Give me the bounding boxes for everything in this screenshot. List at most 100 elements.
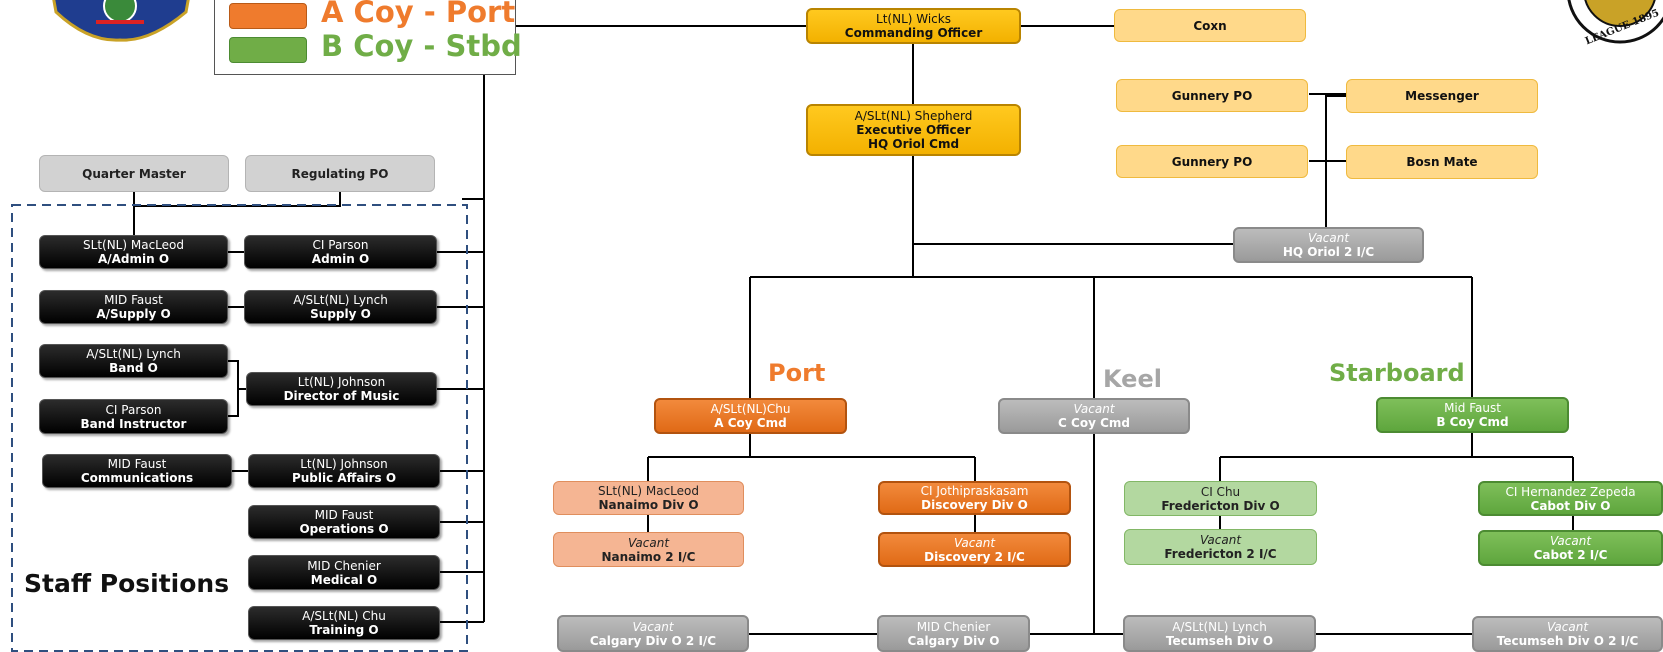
- xo-box: A/SLt(NL) Shepherd Executive Officer HQ …: [806, 104, 1021, 156]
- staff-ops-role: Operations O: [299, 522, 389, 536]
- staff-ops-name: MID Faust: [314, 508, 374, 522]
- keel-cmd-box: Vacant C Coy Cmd: [998, 398, 1190, 434]
- right-crest: [1567, 0, 1663, 44]
- fredericton-div-box: CI Chu Fredericton Div O: [1124, 481, 1317, 516]
- tecumseh-div-role: Tecumseh Div O: [1165, 633, 1274, 648]
- tecumseh-2ic-box: Vacant Tecumseh Div O 2 I/C: [1472, 616, 1663, 652]
- staff-medical-name: MID Chenier: [307, 558, 381, 573]
- calgary-div-box: MID Chenier Calgary Div O: [877, 615, 1030, 652]
- stbd-cmd-name: Mid Faust: [1444, 401, 1501, 415]
- quarter-master-role: Quarter Master: [82, 166, 186, 181]
- bosn-mate-box: Bosn Mate: [1346, 145, 1538, 179]
- port-heading: Port: [768, 359, 826, 387]
- port-cmd-name: A/SLt(NL)Chu: [710, 402, 791, 416]
- fredericton-div-role: Fredericton Div O: [1161, 498, 1280, 513]
- staff-music-role: Director of Music: [283, 389, 400, 403]
- cabot-2ic-box: Vacant Cabot 2 I/C: [1478, 530, 1663, 566]
- calgary-div-role: Calgary Div O: [907, 633, 1000, 648]
- hq-2ic-box: Vacant HQ Oriol 2 I/C: [1233, 227, 1424, 263]
- staff-supply-box: A/SLt(NL) Lynch Supply O: [244, 290, 437, 324]
- fredericton-2ic-name: Vacant: [1199, 533, 1242, 547]
- xo-role: Executive Officer: [856, 123, 971, 137]
- staff-band-box: A/SLt(NL) Lynch Band O: [39, 344, 228, 378]
- staff-dashed-border: [11, 204, 468, 652]
- fredericton-div-name: CI Chu: [1200, 484, 1241, 499]
- calgary-2ic-role: Calgary Div O 2 I/C: [589, 633, 717, 648]
- nanaimo-div-name: SLt(NL) MacLeod: [598, 484, 699, 498]
- staff-a-supply-name: MID Faust: [104, 293, 163, 307]
- tecumseh-div-name: A/SLt(NL) Lynch: [1172, 619, 1267, 634]
- calgary-div-name: MID Chenier: [916, 619, 991, 634]
- discovery-2ic-name: Vacant: [953, 535, 996, 550]
- staff-comms-name: MID Faust: [107, 457, 167, 471]
- nanaimo-2ic-box: Vacant Nanaimo 2 I/C: [553, 532, 744, 567]
- cabot-2ic-role: Cabot 2 I/C: [1533, 548, 1608, 562]
- legend-label-stbd: B Coy - Stbd: [321, 29, 522, 63]
- discovery-2ic-box: Vacant Discovery 2 I/C: [878, 532, 1071, 567]
- gunnery-po-1-role: Gunnery PO: [1171, 88, 1253, 103]
- staff-supply-role: Supply O: [310, 307, 371, 321]
- stbd-cmd-role: B Coy Cmd: [1436, 415, 1509, 429]
- staff-band-instructor-name: CI Parson: [105, 402, 162, 417]
- discovery-div-role: Discovery Div O: [921, 498, 1028, 512]
- tecumseh-div-box: A/SLt(NL) Lynch Tecumseh Div O: [1123, 615, 1316, 652]
- left-crest: [52, 0, 190, 42]
- coxn-role: Coxn: [1193, 18, 1227, 33]
- nanaimo-2ic-role: Nanaimo 2 I/C: [601, 549, 696, 564]
- staff-training-role: Training O: [309, 623, 379, 637]
- gunnery-po-2-box: Gunnery PO: [1116, 145, 1308, 178]
- staff-supply-name: A/SLt(NL) Lynch: [293, 293, 388, 307]
- calgary-2ic-name: Vacant: [632, 619, 674, 634]
- staff-positions-heading: Staff Positions: [24, 569, 230, 598]
- gunnery-po-2-role: Gunnery PO: [1171, 154, 1253, 169]
- staff-pao-box: Lt(NL) Johnson Public Affairs O: [248, 454, 440, 488]
- hq-2ic-name: Vacant: [1307, 231, 1350, 245]
- messenger-role: Messenger: [1405, 89, 1479, 103]
- tecumseh-2ic-role: Tecumseh Div O 2 I/C: [1496, 634, 1639, 648]
- co-role: Commanding Officer: [844, 26, 983, 40]
- regulating-po-box: Regulating PO: [245, 155, 435, 192]
- cabot-div-name: CI Hernandez Zepeda: [1505, 484, 1636, 499]
- staff-pao-name: Lt(NL) Johnson: [300, 457, 388, 471]
- co-box: Lt(NL) Wicks Commanding Officer: [806, 8, 1021, 44]
- fredericton-2ic-box: Vacant Fredericton 2 I/C: [1124, 529, 1317, 565]
- quarter-master-box: Quarter Master: [39, 155, 229, 192]
- staff-band-name: A/SLt(NL) Lynch: [86, 347, 181, 361]
- tecumseh-2ic-name: Vacant: [1546, 620, 1589, 634]
- keel-cmd-role: C Coy Cmd: [1058, 416, 1130, 430]
- staff-comms-box: MID Faust Communications: [42, 454, 232, 488]
- staff-medical-role: Medical O: [310, 572, 378, 587]
- staff-training-box: A/SLt(NL) Chu Training O: [248, 606, 440, 640]
- port-cmd-role: A Coy Cmd: [714, 416, 787, 430]
- staff-band-instructor-box: CI Parson Band Instructor: [39, 399, 228, 434]
- cabot-div-role: Cabot Div O: [1530, 498, 1611, 513]
- keel-cmd-name: Vacant: [1073, 402, 1115, 416]
- legend: A Coy - Port B Coy - Stbd: [214, 0, 522, 75]
- staff-ops-box: MID Faust Operations O: [248, 505, 440, 539]
- cabot-div-box: CI Hernandez Zepeda Cabot Div O: [1478, 481, 1663, 516]
- staff-medical-box: MID Chenier Medical O: [248, 555, 440, 590]
- legend-swatch-port: [229, 3, 307, 29]
- staff-a-supply-role: A/Supply O: [96, 307, 171, 321]
- regulating-po-role: Regulating PO: [291, 166, 389, 181]
- staff-a-supply-box: MID Faust A/Supply O: [39, 290, 228, 324]
- xo-name: A/SLt(NL) Shepherd: [854, 109, 973, 123]
- port-cmd-box: A/SLt(NL)Chu A Coy Cmd: [654, 398, 847, 434]
- messenger-box: Messenger: [1346, 79, 1538, 113]
- discovery-div-box: CI Jothipraskasam Discovery Div O: [878, 481, 1071, 515]
- nanaimo-2ic-name: Vacant: [627, 535, 670, 550]
- gunnery-po-1-box: Gunnery PO: [1116, 79, 1308, 112]
- staff-a-admin-box: SLt(NL) MacLeod A/Admin O: [39, 235, 228, 269]
- legend-swatch-stbd: [229, 37, 307, 63]
- coxn-box: Coxn: [1114, 9, 1306, 42]
- staff-admin-name: CI Parson: [312, 238, 369, 252]
- nanaimo-div-box: SLt(NL) MacLeod Nanaimo Div O: [553, 481, 744, 515]
- hq-2ic-role: HQ Oriol 2 I/C: [1282, 245, 1375, 259]
- staff-comms-role: Communications: [80, 471, 194, 485]
- fredericton-2ic-role: Fredericton 2 I/C: [1164, 547, 1277, 561]
- staff-pao-role: Public Affairs O: [291, 471, 397, 485]
- discovery-2ic-role: Discovery 2 I/C: [924, 549, 1025, 564]
- staff-band-instructor-role: Band Instructor: [80, 416, 187, 431]
- discovery-div-name: CI Jothipraskasam: [920, 484, 1029, 498]
